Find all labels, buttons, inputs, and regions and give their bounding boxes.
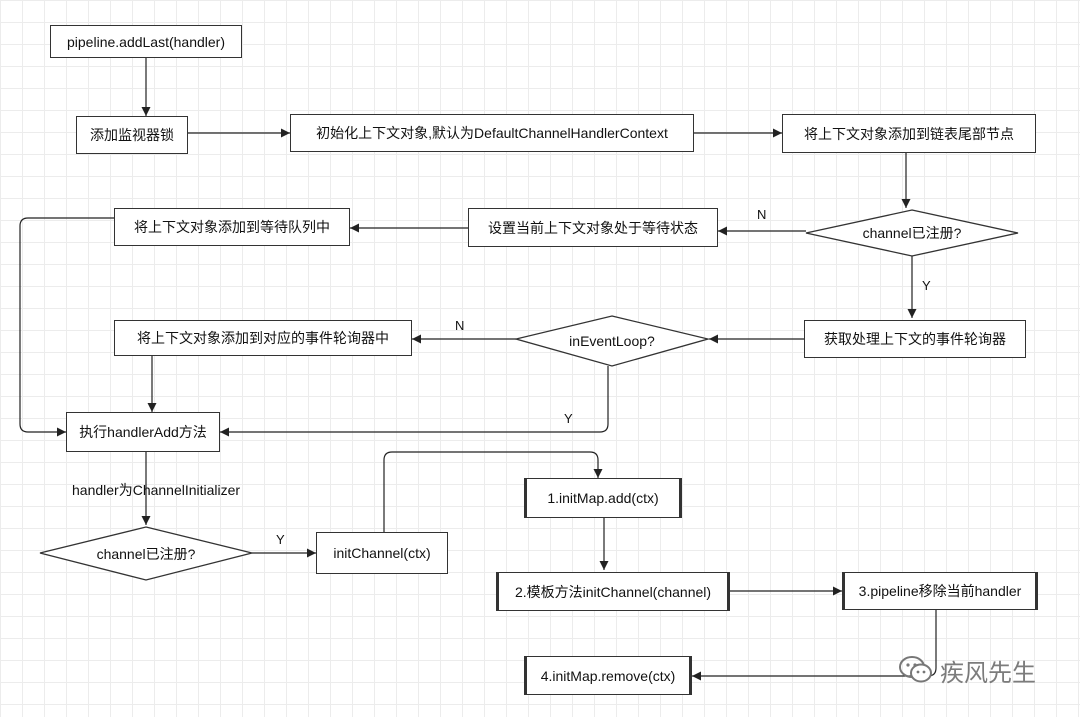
edge-label-handler-initializer: handler为ChannelInitializer [72,482,241,498]
edge-label-yes-3: Y [276,532,285,547]
node-exec-handler-add: 执行handlerAdd方法 [66,412,220,452]
decision-in-event-loop-text: inEventLoop? [569,333,655,349]
edge-ineventloop-exec [220,366,609,437]
wechat-icon [899,656,932,683]
decision-registered-2-text: channel已注册? [96,545,196,562]
node-add-waiting-queue: 将上下文对象添加到等待队列中 [114,208,350,246]
edge-label-no-1: N [757,207,767,222]
decision-diamond-registered-2 [39,526,253,581]
node-step1-initmap-add: 1.initMap.add(ctx) [524,478,682,518]
edge-label-no-2: N [455,318,465,333]
node-add-monitor-lock: 添加监视器锁 [76,116,188,154]
node-init-channel: initChannel(ctx) [316,532,448,574]
edge-queue-exec [19,217,114,437]
decision-diamond-event-loop [513,315,711,367]
node-init-context: 初始化上下文对象,默认为DefaultChannelHandlerContext [290,114,694,152]
node-add-to-event-loop: 将上下文对象添加到对应的事件轮询器中 [114,320,412,356]
edge-label-yes-2: Y [564,411,573,426]
edge-label-yes-1: Y [922,278,931,293]
edge-initchannel-step1 [383,451,603,532]
node-step3-pipeline-remove: 3.pipeline移除当前handler [842,572,1038,610]
node-step4-initmap-remove: 4.initMap.remove(ctx) [524,656,692,695]
node-step2-template-initchannel: 2.模板方法initChannel(channel) [496,572,730,611]
watermark-text: 疾风先生 [940,658,1036,687]
node-pipeline-addlast: pipeline.addLast(handler) [50,25,242,58]
watermark: 疾风先生 [898,652,1036,688]
node-set-waiting: 设置当前上下文对象处于等待状态 [468,208,718,247]
decision-registered-1-text: channel已注册? [862,225,962,241]
node-get-event-loop: 获取处理上下文的事件轮询器 [804,320,1026,358]
node-append-tail: 将上下文对象添加到链表尾部节点 [782,114,1036,153]
